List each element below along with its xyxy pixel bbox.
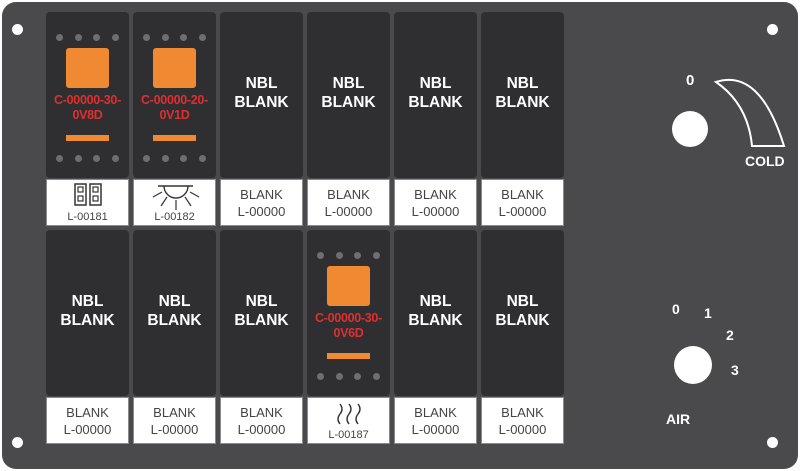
temperature-zero-label: 0 bbox=[686, 72, 695, 89]
rocker-switch-module-1[interactable]: C-00000-30-0V8D bbox=[46, 12, 129, 178]
label-module-10: L-00187 bbox=[307, 397, 390, 444]
air-label: AIR bbox=[666, 411, 691, 427]
indicator-dots-top bbox=[143, 34, 206, 42]
air-position-3: 3 bbox=[731, 362, 739, 378]
light-icon bbox=[152, 185, 200, 210]
indicator-dots-top bbox=[317, 252, 380, 260]
double-outlet-icon bbox=[74, 183, 102, 206]
rocker-switch-module-2[interactable]: C-00000-20-0V1D bbox=[133, 12, 216, 178]
heat-waves-icon bbox=[337, 403, 361, 425]
module-code: C-00000-30-0V8D bbox=[54, 93, 121, 122]
orange-indicator-bar bbox=[153, 135, 196, 141]
air-knob[interactable] bbox=[674, 346, 712, 384]
module-code: C-00000-20-0V1D bbox=[141, 93, 208, 122]
rocker-switch-module-10[interactable]: C-00000-30-0V6D bbox=[307, 230, 390, 396]
temperature-knob[interactable] bbox=[672, 111, 708, 147]
orange-indicator-light bbox=[153, 48, 196, 88]
indicator-dots-bottom bbox=[143, 155, 206, 163]
label-module-2: L-00182 bbox=[133, 179, 216, 226]
indicator-dots-bottom bbox=[317, 373, 380, 381]
air-position-1: 1 bbox=[704, 305, 712, 321]
orange-indicator-bar bbox=[66, 135, 109, 141]
mounting-hole-bottom-left bbox=[12, 437, 23, 448]
air-position-2: 2 bbox=[726, 327, 734, 343]
orange-indicator-bar bbox=[327, 353, 370, 359]
cold-label: COLD bbox=[745, 153, 785, 169]
module-code: C-00000-30-0V6D bbox=[315, 311, 382, 340]
label-module-1: L-00181 bbox=[46, 179, 129, 226]
mounting-hole-top-right bbox=[767, 24, 778, 35]
indicator-dots-bottom bbox=[56, 155, 119, 163]
mounting-hole-bottom-right bbox=[767, 437, 778, 448]
orange-indicator-light bbox=[66, 48, 109, 88]
mounting-hole-top-left bbox=[12, 24, 23, 35]
indicator-dots-top bbox=[56, 34, 119, 42]
air-position-0: 0 bbox=[672, 301, 680, 317]
cold-range-arc-icon bbox=[713, 78, 786, 147]
orange-indicator-light bbox=[327, 266, 370, 306]
